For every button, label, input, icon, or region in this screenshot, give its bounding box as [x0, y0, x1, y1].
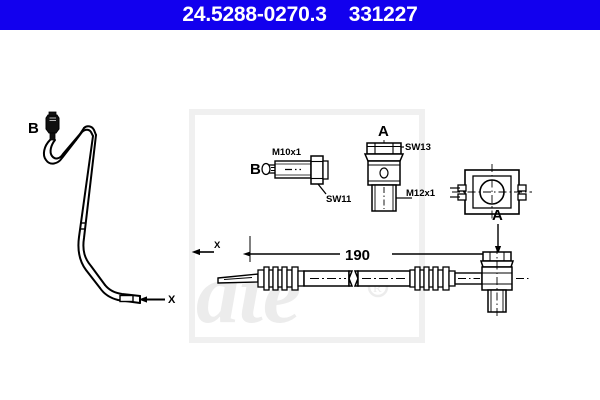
assembly-label-x: X — [214, 240, 221, 251]
left-figure-upper-segment — [75, 125, 97, 141]
reference-number-text: 331227 — [348, 3, 418, 26]
detail-fitting-b-label: B — [250, 161, 261, 178]
assembly-x-callout: X — [191, 240, 221, 256]
left-figure-end-fitting-b — [45, 111, 60, 141]
assembly-hose-right-half — [353, 270, 411, 287]
drawing-canvas: B — [28, 109, 532, 343]
main-assembly-view: X A 190 — [191, 207, 530, 318]
left-figure-end-ferrule-x — [119, 294, 134, 303]
assembly-right-tube — [454, 272, 483, 285]
assembly-label-a: A — [492, 207, 503, 224]
assembly-left-crimp — [257, 266, 305, 291]
detail-fitting-a-banjo-body — [367, 160, 401, 186]
detail-fitting-b-sw-leader — [317, 183, 327, 195]
detail-fitting-b: B M10x1 SW1 — [250, 147, 352, 205]
part-number-text: 24.5288-0270.3 — [182, 3, 327, 26]
left-figure-hose-body — [77, 134, 106, 289]
assembly-end-fitting-a — [479, 246, 530, 318]
detail-fitting-a-hex-head — [363, 142, 405, 162]
detail-fitting-a: A SW13 — [363, 123, 436, 212]
detail-fitting-b-hex-nut — [310, 155, 329, 185]
detail-fitting-a-wrench-label: SW13 — [405, 142, 431, 153]
detail-box-border — [189, 109, 425, 343]
left-figure-label-x: X — [168, 294, 176, 306]
ate-watermark-r-glyph: R — [373, 280, 382, 295]
header-banner: 24.5288-0270.3 331227 — [0, 0, 600, 30]
left-figure-elbow — [42, 133, 81, 165]
left-figure-label-b: B — [28, 120, 39, 137]
assembly-dimension-text: 190 — [345, 247, 370, 264]
detail-bracket-clip — [450, 164, 532, 220]
detail-fitting-b-hose-stub — [261, 162, 275, 176]
drawing-area: B — [0, 30, 600, 400]
detail-fitting-a-label: A — [378, 123, 389, 140]
left-figure-x-callout: X — [138, 294, 176, 306]
left-figure-sleeve-band — [80, 222, 86, 230]
detail-fitting-a-thread-label: M12x1 — [406, 188, 436, 199]
assembly-dimension-190: 190 — [242, 230, 506, 264]
assembly-right-crimp — [409, 266, 456, 291]
detail-fitting-b-wrench-label: SW11 — [326, 194, 352, 205]
ate-watermark-text: ate — [196, 245, 301, 341]
left-figure-bent-hose: B — [28, 111, 176, 306]
detail-fitting-b-barrel — [274, 160, 312, 179]
assembly-hose-left-half — [303, 270, 354, 287]
ate-watermark: ate R — [196, 245, 389, 341]
detail-fitting-a-thread-stud — [371, 184, 397, 212]
detail-fitting-b-thread-label: M10x1 — [272, 147, 302, 158]
